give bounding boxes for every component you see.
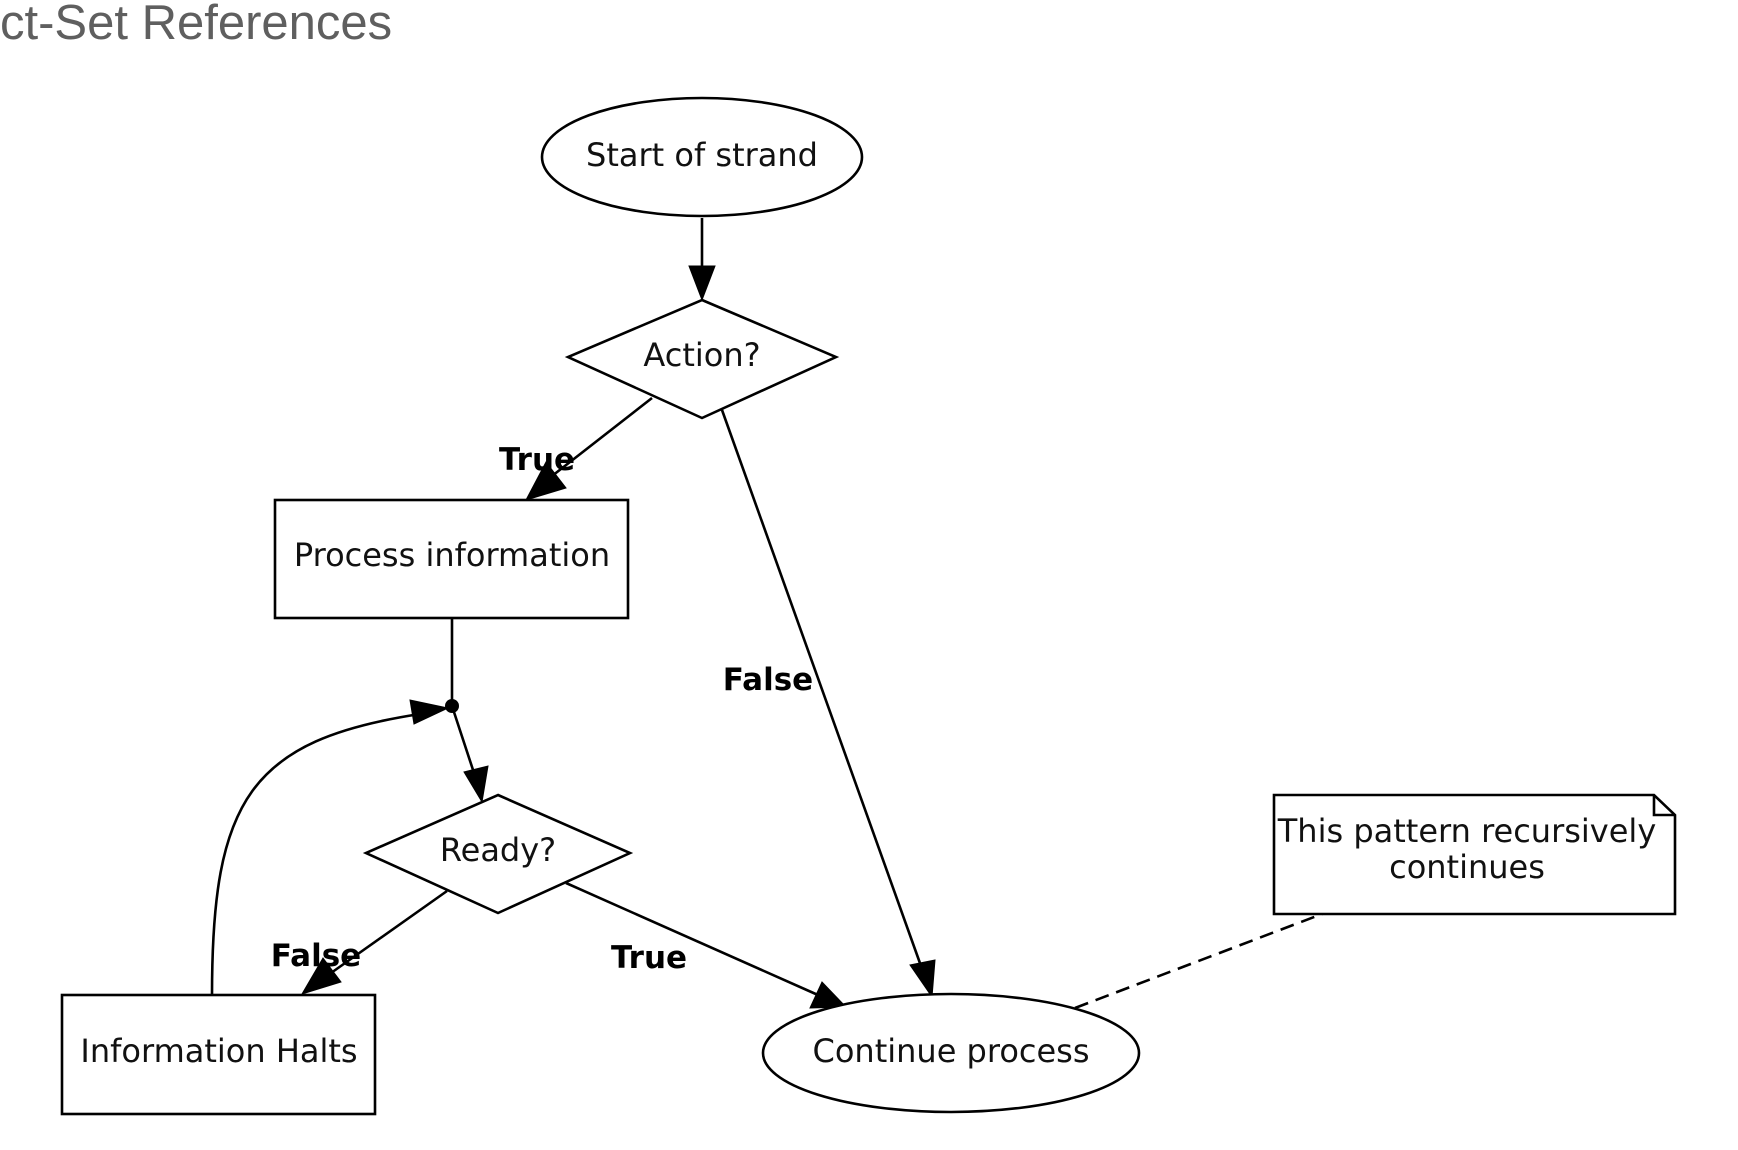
edge-ready-to-halts xyxy=(330,889,448,975)
arrowhead-ready-to-halts xyxy=(300,957,342,995)
node-process: Process information xyxy=(273,498,630,620)
edges xyxy=(210,218,1323,1010)
node-halts-label: Information Halts xyxy=(80,1032,357,1070)
node-ready: Ready? xyxy=(362,793,634,915)
edge-label-action-false: False xyxy=(723,662,813,698)
edge-label-action-true: True xyxy=(499,442,575,478)
arrowhead-halts-to-junction xyxy=(409,699,450,725)
node-process-label: Process information xyxy=(294,536,610,574)
arrowhead-junction-to-ready xyxy=(463,765,489,804)
edge-label-ready-true: True xyxy=(611,940,687,976)
note-line-2: continues xyxy=(1389,848,1545,886)
node-continue: Continue process xyxy=(761,992,1141,1114)
note-recursive: This pattern recursively continues xyxy=(1272,793,1677,916)
page-title: ct-Set References xyxy=(0,0,393,50)
node-action: Action? xyxy=(564,298,840,420)
arrowhead-action-to-process xyxy=(525,461,567,501)
note-line-1: This pattern recursively xyxy=(1277,812,1657,850)
edge-ready-to-continue xyxy=(565,881,819,997)
node-start: Start of strand xyxy=(540,96,864,218)
node-ready-label: Ready? xyxy=(440,831,556,869)
edge-action-to-continue xyxy=(720,409,923,967)
node-start-label: Start of strand xyxy=(586,136,818,174)
edge-junction-to-ready xyxy=(450,705,477,777)
node-continue-label: Continue process xyxy=(812,1032,1089,1070)
node-halts: Information Halts xyxy=(60,993,377,1116)
edge-action-to-process xyxy=(551,396,653,478)
arrowhead-start-to-action xyxy=(688,265,716,302)
note-connector xyxy=(1074,912,1323,1010)
edge-label-ready-false: False xyxy=(271,938,361,974)
edge-halts-to-junction xyxy=(210,712,421,996)
arrowhead-action-to-continue xyxy=(909,959,936,999)
node-action-label: Action? xyxy=(643,336,760,374)
